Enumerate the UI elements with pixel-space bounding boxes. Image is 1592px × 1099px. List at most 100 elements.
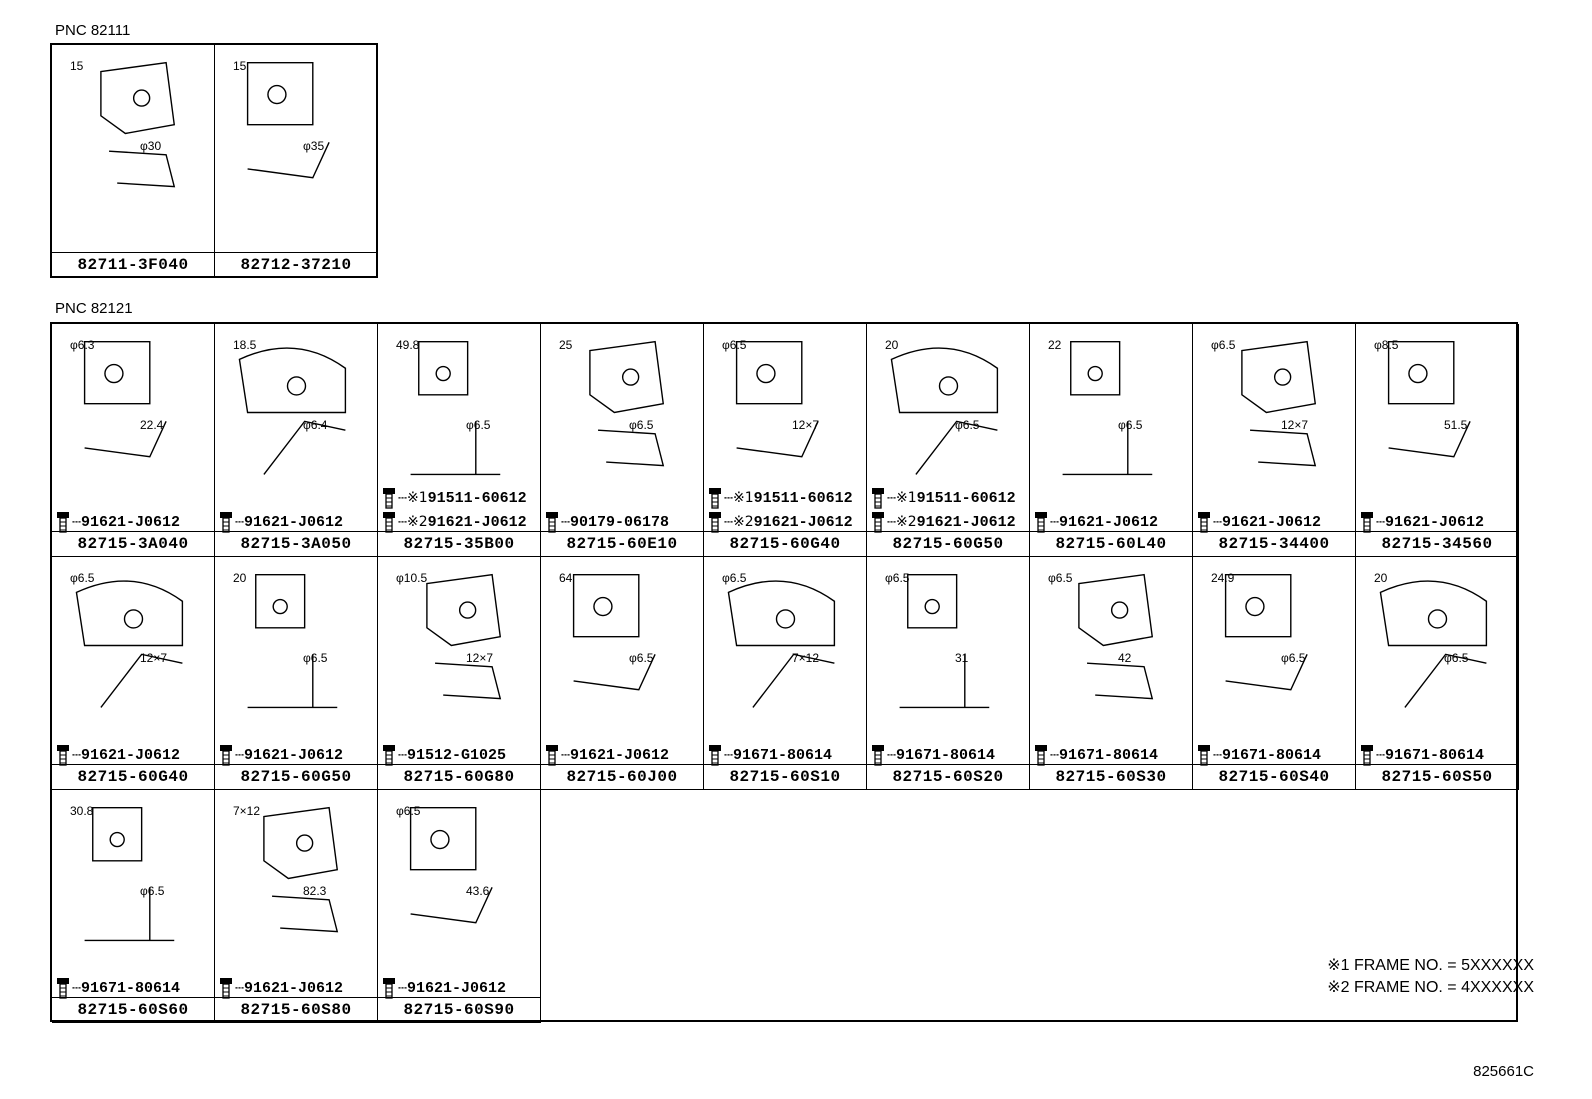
dimension-label: φ6.5 xyxy=(1118,418,1143,432)
part-number: 82715-60S40 xyxy=(1193,764,1355,789)
bracket-drawing xyxy=(735,341,819,458)
footnote-1: ※1 FRAME NO. = 5XXXXXX xyxy=(1327,957,1534,974)
bolt-callout: ┄91621-J0612 xyxy=(219,744,343,766)
bolt-callout: ┄91671-80614 xyxy=(1197,744,1321,766)
part-number: 82715-60S80 xyxy=(215,997,377,1022)
dimension-label: φ6.5 xyxy=(1281,651,1306,665)
bracket-drawing xyxy=(899,574,990,709)
bolt-code: 91671-80614 xyxy=(81,979,181,997)
part-number: 82715-34400 xyxy=(1193,531,1355,556)
bolt-callout: ┄91512-G1025 xyxy=(382,744,506,766)
dimension-label: 15 xyxy=(233,59,247,73)
dimension-label: 30.8 xyxy=(70,804,94,818)
part-number: 82715-60S20 xyxy=(867,764,1029,789)
bracket-drawing xyxy=(1379,580,1488,708)
dimension-label: φ8.5 xyxy=(1374,338,1399,352)
bolt-code: 91671-80614 xyxy=(1222,746,1322,764)
pnc-label-2: PNC 82121 xyxy=(55,300,133,317)
bracket-drawing xyxy=(263,806,339,933)
dimension-label: 12×7 xyxy=(792,418,820,432)
bracket-drawing xyxy=(100,61,176,188)
dimension-label: φ35 xyxy=(303,139,325,153)
part-cell: 15 φ35 82712-37210 xyxy=(215,45,378,278)
bolt-code: 91671-80614 xyxy=(733,746,833,764)
part-number: 82715-35B00 xyxy=(378,531,540,556)
dimension-label: 49.8 xyxy=(396,338,420,352)
bolt-callout: ┄91621-J0612 xyxy=(219,511,343,533)
dimension-label: 18.5 xyxy=(233,338,257,352)
bolt-callout: ┄91671-80614 xyxy=(708,744,832,766)
dimension-label: 22 xyxy=(1048,338,1062,352)
bolt-code: 91621-J0612 xyxy=(81,513,181,531)
bracket-drawing xyxy=(84,807,175,942)
bracket-drawing xyxy=(238,347,347,475)
bracket-drawing xyxy=(1387,341,1471,458)
bolt-code: 91511-60612 xyxy=(753,489,853,507)
dimension-label: 43.6 xyxy=(466,884,490,898)
part-number: 82715-60G40 xyxy=(52,764,214,789)
part-number: 82715-60S10 xyxy=(704,764,866,789)
bracket-drawing xyxy=(409,807,493,924)
bolt-callout: ┄90179-06178 xyxy=(545,511,669,533)
dimension-label: 15 xyxy=(70,59,84,73)
part-number: 82715-60S90 xyxy=(378,997,540,1022)
part-number: 82715-60S60 xyxy=(52,997,214,1022)
bolt-code: 91621-J0612 xyxy=(244,513,344,531)
dimension-label: 24.9 xyxy=(1211,571,1235,585)
bolt-code: 91671-80614 xyxy=(1059,746,1159,764)
dimension-label: φ6.5 xyxy=(1211,338,1236,352)
dimension-label: 20 xyxy=(233,571,247,585)
dimension-label: 42 xyxy=(1118,651,1132,665)
dimension-label: 22.4 xyxy=(140,418,164,432)
dimension-label: 20 xyxy=(885,338,899,352)
bolt-code: 91621-J0612 xyxy=(570,746,670,764)
dimension-label: φ6.5 xyxy=(955,418,980,432)
bolt-code: 91621-J0612 xyxy=(407,979,507,997)
dimension-label: φ30 xyxy=(140,139,162,153)
bolt-code: 91621-J0612 xyxy=(1222,513,1322,531)
bolt-callout: ┄91621-J0612 xyxy=(1360,511,1484,533)
bracket-drawing xyxy=(589,340,665,467)
part-number: 82715-60S30 xyxy=(1030,764,1192,789)
dimension-label: φ6.5 xyxy=(629,418,654,432)
bolt-callout: ┄91671-80614 xyxy=(56,977,180,999)
bolt-callout: ┄91621-J0612 xyxy=(56,744,180,766)
dimension-label: φ6.5 xyxy=(466,418,491,432)
bracket-drawing xyxy=(1062,341,1153,476)
dimension-label: 64 xyxy=(559,571,573,585)
bolt-code: 91671-80614 xyxy=(1385,746,1485,764)
bolt-code: 91511-60612 xyxy=(427,489,527,507)
bolt-code: 91621-J0612 xyxy=(427,513,527,531)
dimension-label: φ6.3 xyxy=(70,338,95,352)
part-number: 82715-60G80 xyxy=(378,764,540,789)
part-number: 82712-37210 xyxy=(215,252,377,277)
bolt-callout: ┄91671-80614 xyxy=(871,744,995,766)
bolt-code: 90179-06178 xyxy=(570,513,670,531)
bracket-drawing xyxy=(727,580,836,708)
part-number: 82715-60G40 xyxy=(704,531,866,556)
bracket-drawing xyxy=(572,574,656,691)
bolt-callout: ┄91621-J0612 xyxy=(545,744,669,766)
bracket-drawing xyxy=(426,573,502,700)
bracket-drawing xyxy=(1241,340,1317,467)
bolt-code: 91621-J0612 xyxy=(916,513,1016,531)
footnotes: ※1 FRAME NO. = 5XXXXXX ※2 FRAME NO. = 4X… xyxy=(1327,955,1534,999)
part-number: 82715-60G50 xyxy=(215,764,377,789)
